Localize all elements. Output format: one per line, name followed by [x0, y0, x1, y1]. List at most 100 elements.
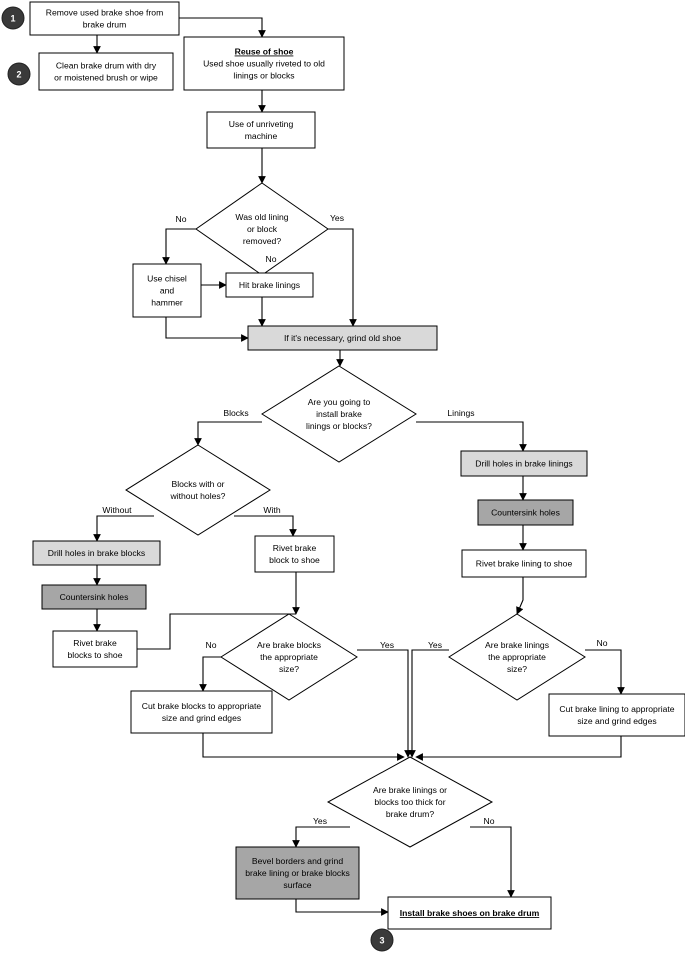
- flow-step-q-removed: Was old lining or block removed?: [195, 182, 329, 276]
- edge-thick-yes-bevel: [292, 826, 350, 848]
- edge-thick-no-install: [470, 826, 515, 898]
- step-text: Are you going to: [308, 397, 371, 407]
- edge-linings-yes-thick: [408, 649, 449, 758]
- step-text: Are brake linings or: [373, 785, 447, 795]
- flow-step-q-thick: Are brake linings or blocks too thick for…: [326, 756, 494, 848]
- step-text: or moistened brush or wipe: [54, 73, 158, 83]
- step-text: brake lining or brake blocks: [245, 868, 350, 878]
- flow-step-rivet-lining: Rivet brake lining to shoe: [461, 549, 587, 578]
- branch-label-no-down: No: [266, 254, 277, 264]
- step-text: Cut brake lining to appropriate: [559, 704, 674, 714]
- branch-label-linings: Linings: [447, 408, 474, 418]
- step-text: Use chisel: [147, 274, 187, 284]
- step-text: or block: [247, 224, 278, 234]
- step-heading: Reuse of shoe: [235, 47, 294, 57]
- edge-blocks-yes-thick: [357, 649, 412, 758]
- step-text: without holes?: [170, 491, 226, 501]
- edge-bevel-install: [295, 899, 389, 916]
- edge-linings-branch: [416, 421, 527, 452]
- step-text: and: [160, 286, 175, 296]
- edge-chisel-grind: [165, 317, 249, 342]
- step-text: Hit brake linings: [239, 280, 300, 290]
- branch-label-thick-no: No: [484, 816, 495, 826]
- step-text: Blocks with or: [171, 479, 224, 489]
- step-box: [41, 584, 147, 610]
- badge-circle: [7, 62, 31, 86]
- flow-step-cut-linings: Cut brake lining to appropriate size and …: [548, 693, 685, 737]
- step-box: [225, 272, 314, 298]
- step-text: brake drum?: [386, 809, 434, 819]
- step-text: hammer: [151, 298, 183, 308]
- edge-cutlinings-thick: [415, 736, 622, 761]
- step-number-badge-2: 2: [7, 62, 31, 86]
- branch-label-without: Without: [102, 505, 132, 515]
- step-box: [52, 630, 138, 668]
- step-text: Rivet brake: [273, 543, 317, 553]
- flow-step-cut-blocks: Cut brake blocks to appropriate size and …: [130, 690, 273, 734]
- step-box: [235, 846, 360, 900]
- step-box: [254, 535, 335, 573]
- step-box: [132, 263, 202, 318]
- step-text: Countersink holes: [60, 592, 129, 602]
- step-box: [38, 52, 174, 91]
- step-text: Remove used brake shoe from: [46, 8, 164, 18]
- edge-no-chisel: [162, 228, 196, 265]
- edge-cutblocks-thick: [202, 733, 405, 761]
- step-text: surface: [283, 880, 311, 890]
- flow-step-chisel: Use chisel and hammer: [132, 263, 202, 318]
- branch-label-blocks-yes: Yes: [380, 640, 394, 650]
- step-text: size and grind edges: [162, 713, 241, 723]
- branch-label-blocks: Blocks: [223, 408, 248, 418]
- flow-step-drill-linings: Drill holes in brake linings: [460, 450, 588, 477]
- step-box: [548, 693, 685, 737]
- step-box: [477, 499, 574, 526]
- branch-label-thick-yes: Yes: [313, 816, 327, 826]
- step-text: install brake: [316, 409, 362, 419]
- branch-label-no-left: No: [176, 214, 187, 224]
- step-text: Are brake linings: [485, 640, 549, 650]
- edge-blocks-branch: [194, 421, 262, 446]
- step-text: Rivet brake: [73, 638, 117, 648]
- step-text: Was old lining: [235, 212, 288, 222]
- step-text: Countersink holes: [491, 508, 560, 518]
- flow-step-install: Install brake shoes on brake drum: [387, 896, 552, 930]
- step-text: size?: [279, 664, 299, 674]
- badge-circle: [370, 928, 394, 952]
- step-box: [130, 690, 273, 734]
- decision-diamond: [448, 613, 586, 701]
- step-text: block to shoe: [269, 555, 320, 565]
- edge-with-rivet-block: [234, 515, 297, 537]
- step-box: [387, 896, 552, 930]
- flow-step-rivet-blocks: Rivet brake blocks to shoe: [52, 630, 138, 668]
- flow-step-hit: Hit brake linings: [225, 272, 314, 298]
- step-text: Clean brake drum with dry: [56, 61, 157, 71]
- flow-step-clean: Clean brake drum with dry or moistened br…: [38, 52, 174, 91]
- step-text: blocks too thick for: [374, 797, 445, 807]
- flow-step-countersink-right: Countersink holes: [477, 499, 574, 526]
- step-text: size and grind edges: [577, 716, 656, 726]
- step-text: Cut brake blocks to appropriate: [142, 701, 262, 711]
- step-text: removed?: [243, 236, 281, 246]
- badge-circle: [1, 6, 25, 30]
- step-box: [460, 450, 588, 477]
- edge-blocks-no-cut: [199, 656, 221, 692]
- flow-step-rivet-block: Rivet brake block to shoe: [254, 535, 335, 573]
- step-box: [183, 36, 345, 91]
- badge-number: 3: [379, 936, 384, 946]
- step-text: Used shoe usually riveted to old: [203, 59, 325, 69]
- edge-rivetblocks-merge: [137, 613, 296, 650]
- decision-diamond: [220, 613, 358, 701]
- badge-number: 1: [10, 14, 15, 24]
- step-text: blocks to shoe: [68, 650, 123, 660]
- branch-label-yes-right: Yes: [330, 213, 344, 223]
- flow-step-drill-blocks: Drill holes in brake blocks: [32, 540, 161, 566]
- step-number-badge-1: 1: [1, 6, 25, 30]
- step-text: Are brake blocks: [257, 640, 321, 650]
